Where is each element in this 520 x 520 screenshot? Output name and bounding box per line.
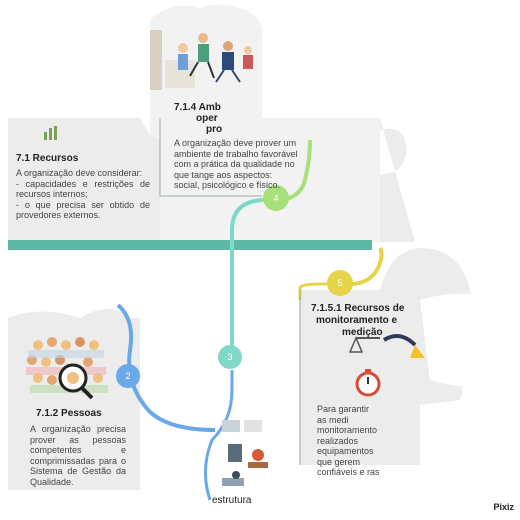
- monitoramento-body-line3: monitoramento: [317, 425, 378, 435]
- monitoramento-body-line6: que gerem: [317, 456, 361, 467]
- monitoramento-body: Para garantir as medi monitoramento real…: [317, 404, 383, 478]
- monitoramento-body-line7: confiáveis e ras: [317, 467, 380, 477]
- scale-icon: [348, 336, 380, 353]
- magnifier-icon: [58, 363, 94, 400]
- connector-yellow: [298, 282, 332, 300]
- monitoramento-title-line3: medição: [342, 327, 383, 338]
- ambiente-body: A organização deve prover um ambiente de…: [174, 138, 298, 190]
- ambiente-title-line3: pro: [206, 124, 223, 135]
- office-people-illustration: [150, 30, 253, 90]
- chart-icon: [44, 126, 57, 140]
- pessoas-body: A organização precisa prover as pessoas …: [30, 424, 126, 487]
- recursos-line3: - o que precisa ser obtido de provedores…: [16, 199, 150, 221]
- svg-text:2: 2: [125, 371, 130, 381]
- svg-text:5: 5: [337, 278, 342, 288]
- puzzle-piece-recursos: [8, 118, 160, 242]
- recursos-title: 7.1 Recursos: [16, 153, 79, 164]
- infrastructure-icons: [222, 420, 268, 486]
- ambiente-title-line1: 7.1.4 Amb: [174, 102, 221, 113]
- recursos-text: A organização deve considerar: - capacid…: [16, 168, 150, 221]
- infra-title: estrutura: [212, 495, 252, 506]
- pessoas-title: 7.1.2 Pessoas: [36, 408, 102, 419]
- puzzle-piece-ambiente: [150, 4, 380, 243]
- watermark: Pixiz: [493, 502, 514, 512]
- monitoramento-body-line5: equipamentos: [317, 446, 374, 456]
- leader-ambiente: [159, 118, 262, 197]
- ambiente-title-line2: oper: [196, 113, 218, 124]
- recursos-line2: - capacidades e restrições de recursos i…: [16, 178, 150, 200]
- node-5: 5: [327, 270, 353, 296]
- puzzle-piece-right: [380, 118, 415, 242]
- monitoramento-title-line1: 7.1.5.1 Recursos de: [311, 303, 405, 314]
- connector-teal-vertical: [230, 198, 263, 350]
- monitoramento-body-line2: as medi: [317, 414, 349, 425]
- svg-text:3: 3: [227, 352, 232, 362]
- svg-text:4: 4: [273, 193, 278, 203]
- gauge-icon: [382, 334, 425, 358]
- node-4: 4: [263, 185, 289, 211]
- recursos-line1: A organização deve considerar:: [16, 168, 143, 178]
- connector-yellow-arc: [349, 247, 384, 286]
- monitoramento-title-line2: monitoramento e: [316, 315, 398, 326]
- puzzle-knob-right: [420, 293, 512, 387]
- monitoramento-body-line4: realizados: [317, 435, 359, 446]
- monitoramento-body-line1: Para garantir: [317, 404, 370, 414]
- connector-blue-lower: [204, 370, 234, 501]
- timeline-band: [8, 240, 372, 250]
- node-2: 2: [116, 364, 140, 388]
- stopwatch-icon: [355, 369, 381, 397]
- puzzle-piece-infra: [140, 252, 300, 510]
- node-3: 3: [218, 345, 242, 369]
